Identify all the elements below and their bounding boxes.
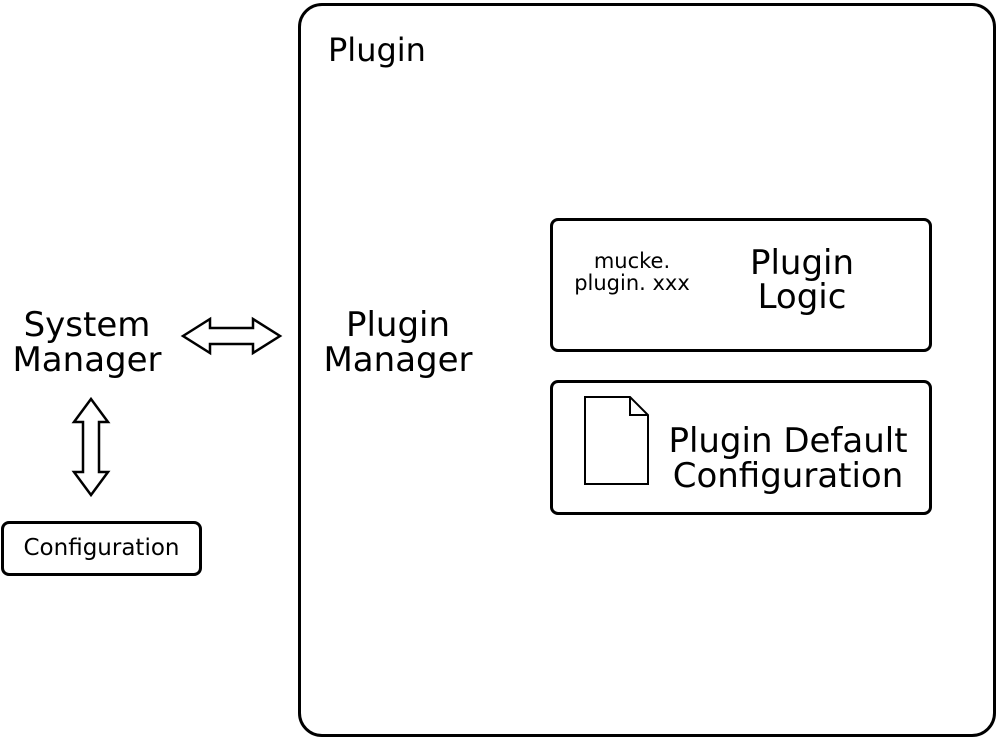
plugin-default-configuration-box	[550, 380, 932, 515]
plugin-logic-box	[550, 218, 932, 352]
package-name-label: mucke. plugin. xxx	[574, 249, 690, 295]
plugin-container	[298, 3, 996, 737]
double-arrow-horizontal-icon	[180, 316, 283, 356]
double-arrow-vertical-icon	[71, 396, 111, 498]
plugin-default-configuration-label: Plugin Default Configuration	[668, 421, 908, 496]
configuration-label: Configuration	[23, 535, 180, 561]
system-manager-label: System Manager	[12, 305, 162, 380]
configuration-box	[1, 521, 202, 576]
document-icon	[584, 396, 649, 485]
plugin-logic-label: Plugin Logic	[749, 243, 855, 317]
plugin-title: Plugin	[328, 31, 426, 69]
plugin-manager-label: Plugin Manager	[323, 305, 473, 380]
